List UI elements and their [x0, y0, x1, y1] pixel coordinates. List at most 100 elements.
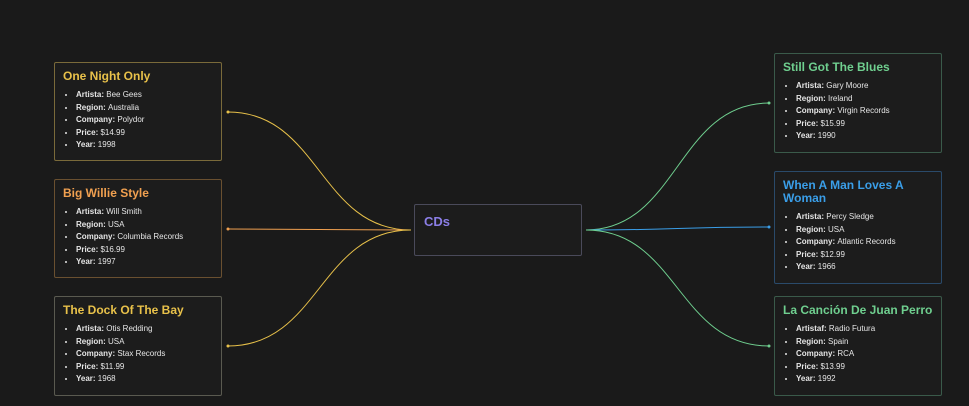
cd-field-value: Virgin Records [837, 106, 890, 115]
connector-endpoint [767, 344, 771, 348]
cd-field-key: Artistaf [796, 324, 825, 333]
root-node-label: CDs [424, 214, 451, 229]
cd-card[interactable]: La Canción De Juan PerroArtistaf: Radio … [774, 296, 942, 396]
cd-field: Region: USA [76, 219, 213, 232]
cd-field-key: Year [796, 374, 813, 383]
cd-field-key: Region [76, 219, 104, 229]
cd-field-colon: : [103, 336, 108, 346]
cd-field-colon: : [103, 219, 108, 229]
cd-field-colon: : [823, 93, 828, 103]
cd-field-colon: : [103, 102, 108, 112]
cd-field-value: Polydor [117, 115, 145, 124]
cd-title: Still Got The Blues [783, 60, 890, 74]
cd-field: Year: 1998 [76, 139, 213, 152]
cd-title: La Canción De Juan Perro [783, 303, 933, 317]
cd-field-list: Artista: Percy SledgeRegion: USACompany:… [783, 211, 933, 274]
cd-card[interactable]: One Night OnlyArtista: Bee GeesRegion: A… [54, 62, 222, 161]
cd-field-value: $16.99 [100, 244, 125, 254]
cd-field-colon: : [112, 349, 118, 358]
cd-card[interactable]: The Dock Of The BayArtista: Otis Redding… [54, 296, 222, 396]
cd-field-key: Artista [796, 81, 822, 90]
cd-field-key: Company [796, 106, 833, 115]
cd-field-key: Company [76, 232, 113, 241]
cd-field-value: 1998 [97, 140, 116, 149]
cd-field-value: 1997 [97, 257, 116, 266]
cd-field: Company: Virgin Records [796, 105, 933, 118]
cd-field: Region: USA [796, 224, 933, 237]
cd-field-value: Spain [828, 336, 849, 346]
cd-field-value: Stax Records [117, 349, 166, 358]
cd-field-colon: : [112, 115, 118, 124]
cd-title: Big Willie Style [63, 186, 149, 200]
cd-title: The Dock Of The Bay [63, 303, 184, 317]
cd-field: Artista: Gary Moore [796, 80, 933, 93]
connector-endpoint [226, 344, 230, 348]
cd-field-colon: : [101, 324, 107, 333]
cd-field-key: Artista [76, 90, 102, 99]
cd-card[interactable]: When A Man Loves A WomanArtista: Percy S… [774, 171, 942, 284]
cd-field-colon: : [112, 232, 118, 241]
cd-field-colon: : [824, 324, 829, 333]
cd-field-colon: : [812, 262, 818, 271]
cd-field-key: Artista [796, 212, 822, 221]
cd-field-colon: : [821, 81, 827, 90]
cd-field: Region: Spain [796, 336, 933, 349]
cd-card[interactable]: Still Got The BluesArtista: Gary MooreRe… [774, 53, 942, 153]
cd-field: Year: 1990 [796, 130, 933, 143]
cd-field-key: Company [76, 115, 113, 124]
cd-field: Year: 1966 [796, 261, 933, 274]
cd-field: Price: $14.99 [76, 127, 213, 140]
cd-field-value: USA [828, 224, 845, 234]
cd-field: Company: Columbia Records [76, 231, 213, 244]
cd-field-value: RCA [837, 349, 855, 358]
cd-field: Year: 1992 [796, 373, 933, 386]
connector-line [227, 229, 412, 347]
cd-field-key: Price [76, 361, 96, 371]
cd-field-key: Region [76, 102, 104, 112]
cd-field-colon: : [812, 131, 818, 140]
cd-field-value: $11.99 [100, 361, 125, 371]
connector-line [585, 102, 770, 231]
cd-field: Price: $12.99 [796, 249, 933, 262]
cd-field: Artista: Bee Gees [76, 89, 213, 102]
cd-field-list: Artista: Gary MooreRegion: IrelandCompan… [783, 80, 933, 143]
connector-line [227, 228, 412, 231]
cd-field-key: Region [76, 336, 104, 346]
root-node-cds[interactable]: CDs [414, 204, 582, 256]
cd-field-colon: : [823, 336, 828, 346]
cd-field: Artista: Will Smith [76, 206, 213, 219]
cd-field-value: Columbia Records [117, 232, 184, 241]
cd-field-key: Artista [76, 207, 102, 216]
cd-field: Price: $11.99 [76, 361, 213, 374]
cd-field-key: Year [76, 140, 93, 149]
cd-field-colon: : [815, 118, 821, 128]
cd-field-key: Company [796, 349, 833, 358]
cd-field-key: Artista [76, 324, 102, 333]
cd-field-colon: : [92, 257, 98, 266]
cd-field-colon: : [823, 224, 828, 234]
cd-field-list: Artista: Otis ReddingRegion: USACompany:… [63, 323, 213, 386]
cd-field-colon: : [95, 127, 101, 137]
cd-field-list: Artista: Bee GeesRegion: AustraliaCompan… [63, 89, 213, 152]
cd-field-key: Price [76, 244, 96, 254]
connector-endpoint [767, 225, 771, 229]
cd-field-colon: : [832, 237, 838, 246]
cd-title: One Night Only [63, 69, 151, 83]
cd-field-value: USA [108, 336, 125, 346]
cd-field: Region: USA [76, 336, 213, 349]
cd-field: Company: Stax Records [76, 348, 213, 361]
cd-field-key: Price [76, 127, 96, 137]
cd-field: Region: Ireland [796, 93, 933, 106]
cd-field: Artista: Otis Redding [76, 323, 213, 336]
connector-line [585, 226, 770, 231]
cd-field-list: Artista: Will SmithRegion: USACompany: C… [63, 206, 213, 269]
cd-field-colon: : [815, 361, 821, 371]
cd-field-colon: : [815, 249, 821, 259]
cd-field-value: Gary Moore [826, 81, 869, 90]
cd-field-value: Otis Redding [106, 324, 153, 333]
cd-card[interactable]: Big Willie StyleArtista: Will SmithRegio… [54, 179, 222, 278]
cd-field-value: $13.99 [820, 361, 845, 371]
cd-field-colon: : [95, 361, 101, 371]
cd-field-colon: : [92, 140, 98, 149]
